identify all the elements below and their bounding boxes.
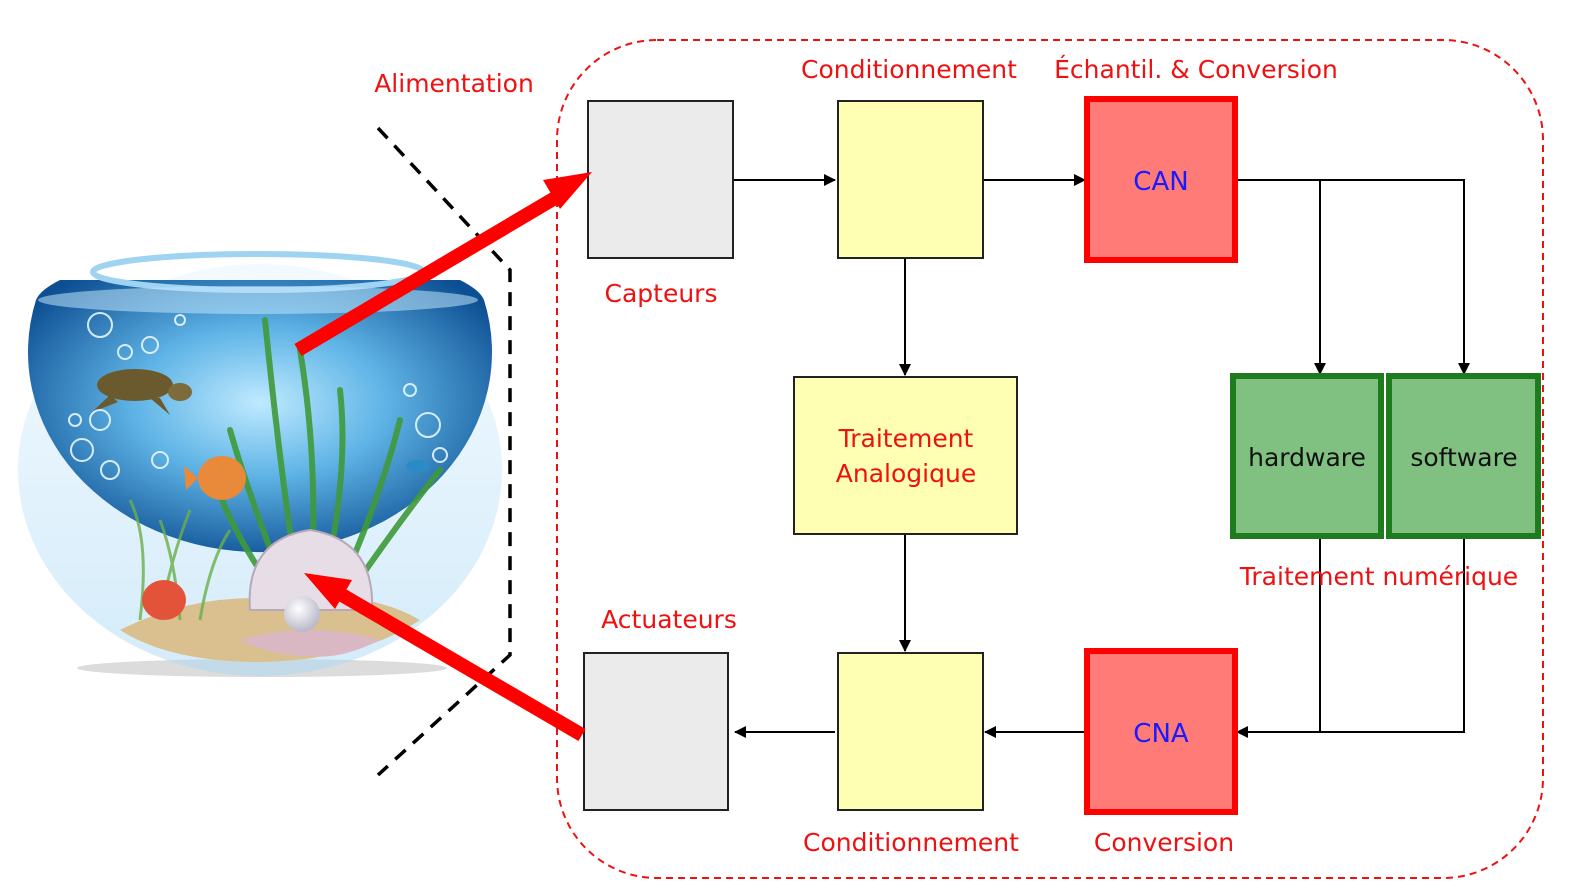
traitement-numerique-label: Traitement numérique <box>1239 562 1518 591</box>
red-arrows <box>294 172 592 742</box>
arrow-software-to-cna <box>1236 537 1465 738</box>
software-box <box>1386 373 1541 539</box>
arrow-can-to-software <box>1235 179 1470 375</box>
capteurs-box <box>587 100 734 259</box>
processing-region <box>556 39 1544 879</box>
can-label: CAN <box>1133 167 1188 197</box>
conditionnement-top-box <box>837 100 984 259</box>
can-box <box>1084 96 1238 263</box>
cna-label: CNA <box>1133 719 1189 749</box>
connectors <box>733 174 1470 738</box>
capteurs-label: Capteurs <box>605 279 718 308</box>
aquarium-icon <box>18 251 502 677</box>
conditionnement-top-label: Conditionnement <box>801 55 1017 84</box>
conversion-label: Conversion <box>1094 828 1234 857</box>
actuator-output-arrow-shaft <box>338 588 586 742</box>
conditionnement-bottom-box <box>837 652 984 811</box>
actuateurs-label: Actuateurs <box>601 605 737 634</box>
sensor-input-arrow-head <box>543 172 592 209</box>
hardware-box <box>1230 373 1384 539</box>
traitement-analogique-box <box>793 376 1018 535</box>
system-boundary-line <box>376 126 512 777</box>
actuateurs-box <box>583 652 729 811</box>
actuator-output-arrow-head <box>304 573 352 609</box>
analogique-label: Analogique <box>836 459 976 488</box>
cna-box <box>1084 648 1238 815</box>
sensor-input-arrow-shaft <box>294 191 559 357</box>
hardware-label: hardware <box>1248 443 1366 472</box>
software-label: software <box>1410 443 1517 472</box>
conditionnement-bottom-label: Conditionnement <box>803 828 1019 857</box>
traitement-label: Traitement <box>838 424 974 453</box>
echantillonnage-conversion-label: Échantil. & Conversion <box>1054 55 1338 84</box>
alimentation-label: Alimentation <box>374 69 534 98</box>
